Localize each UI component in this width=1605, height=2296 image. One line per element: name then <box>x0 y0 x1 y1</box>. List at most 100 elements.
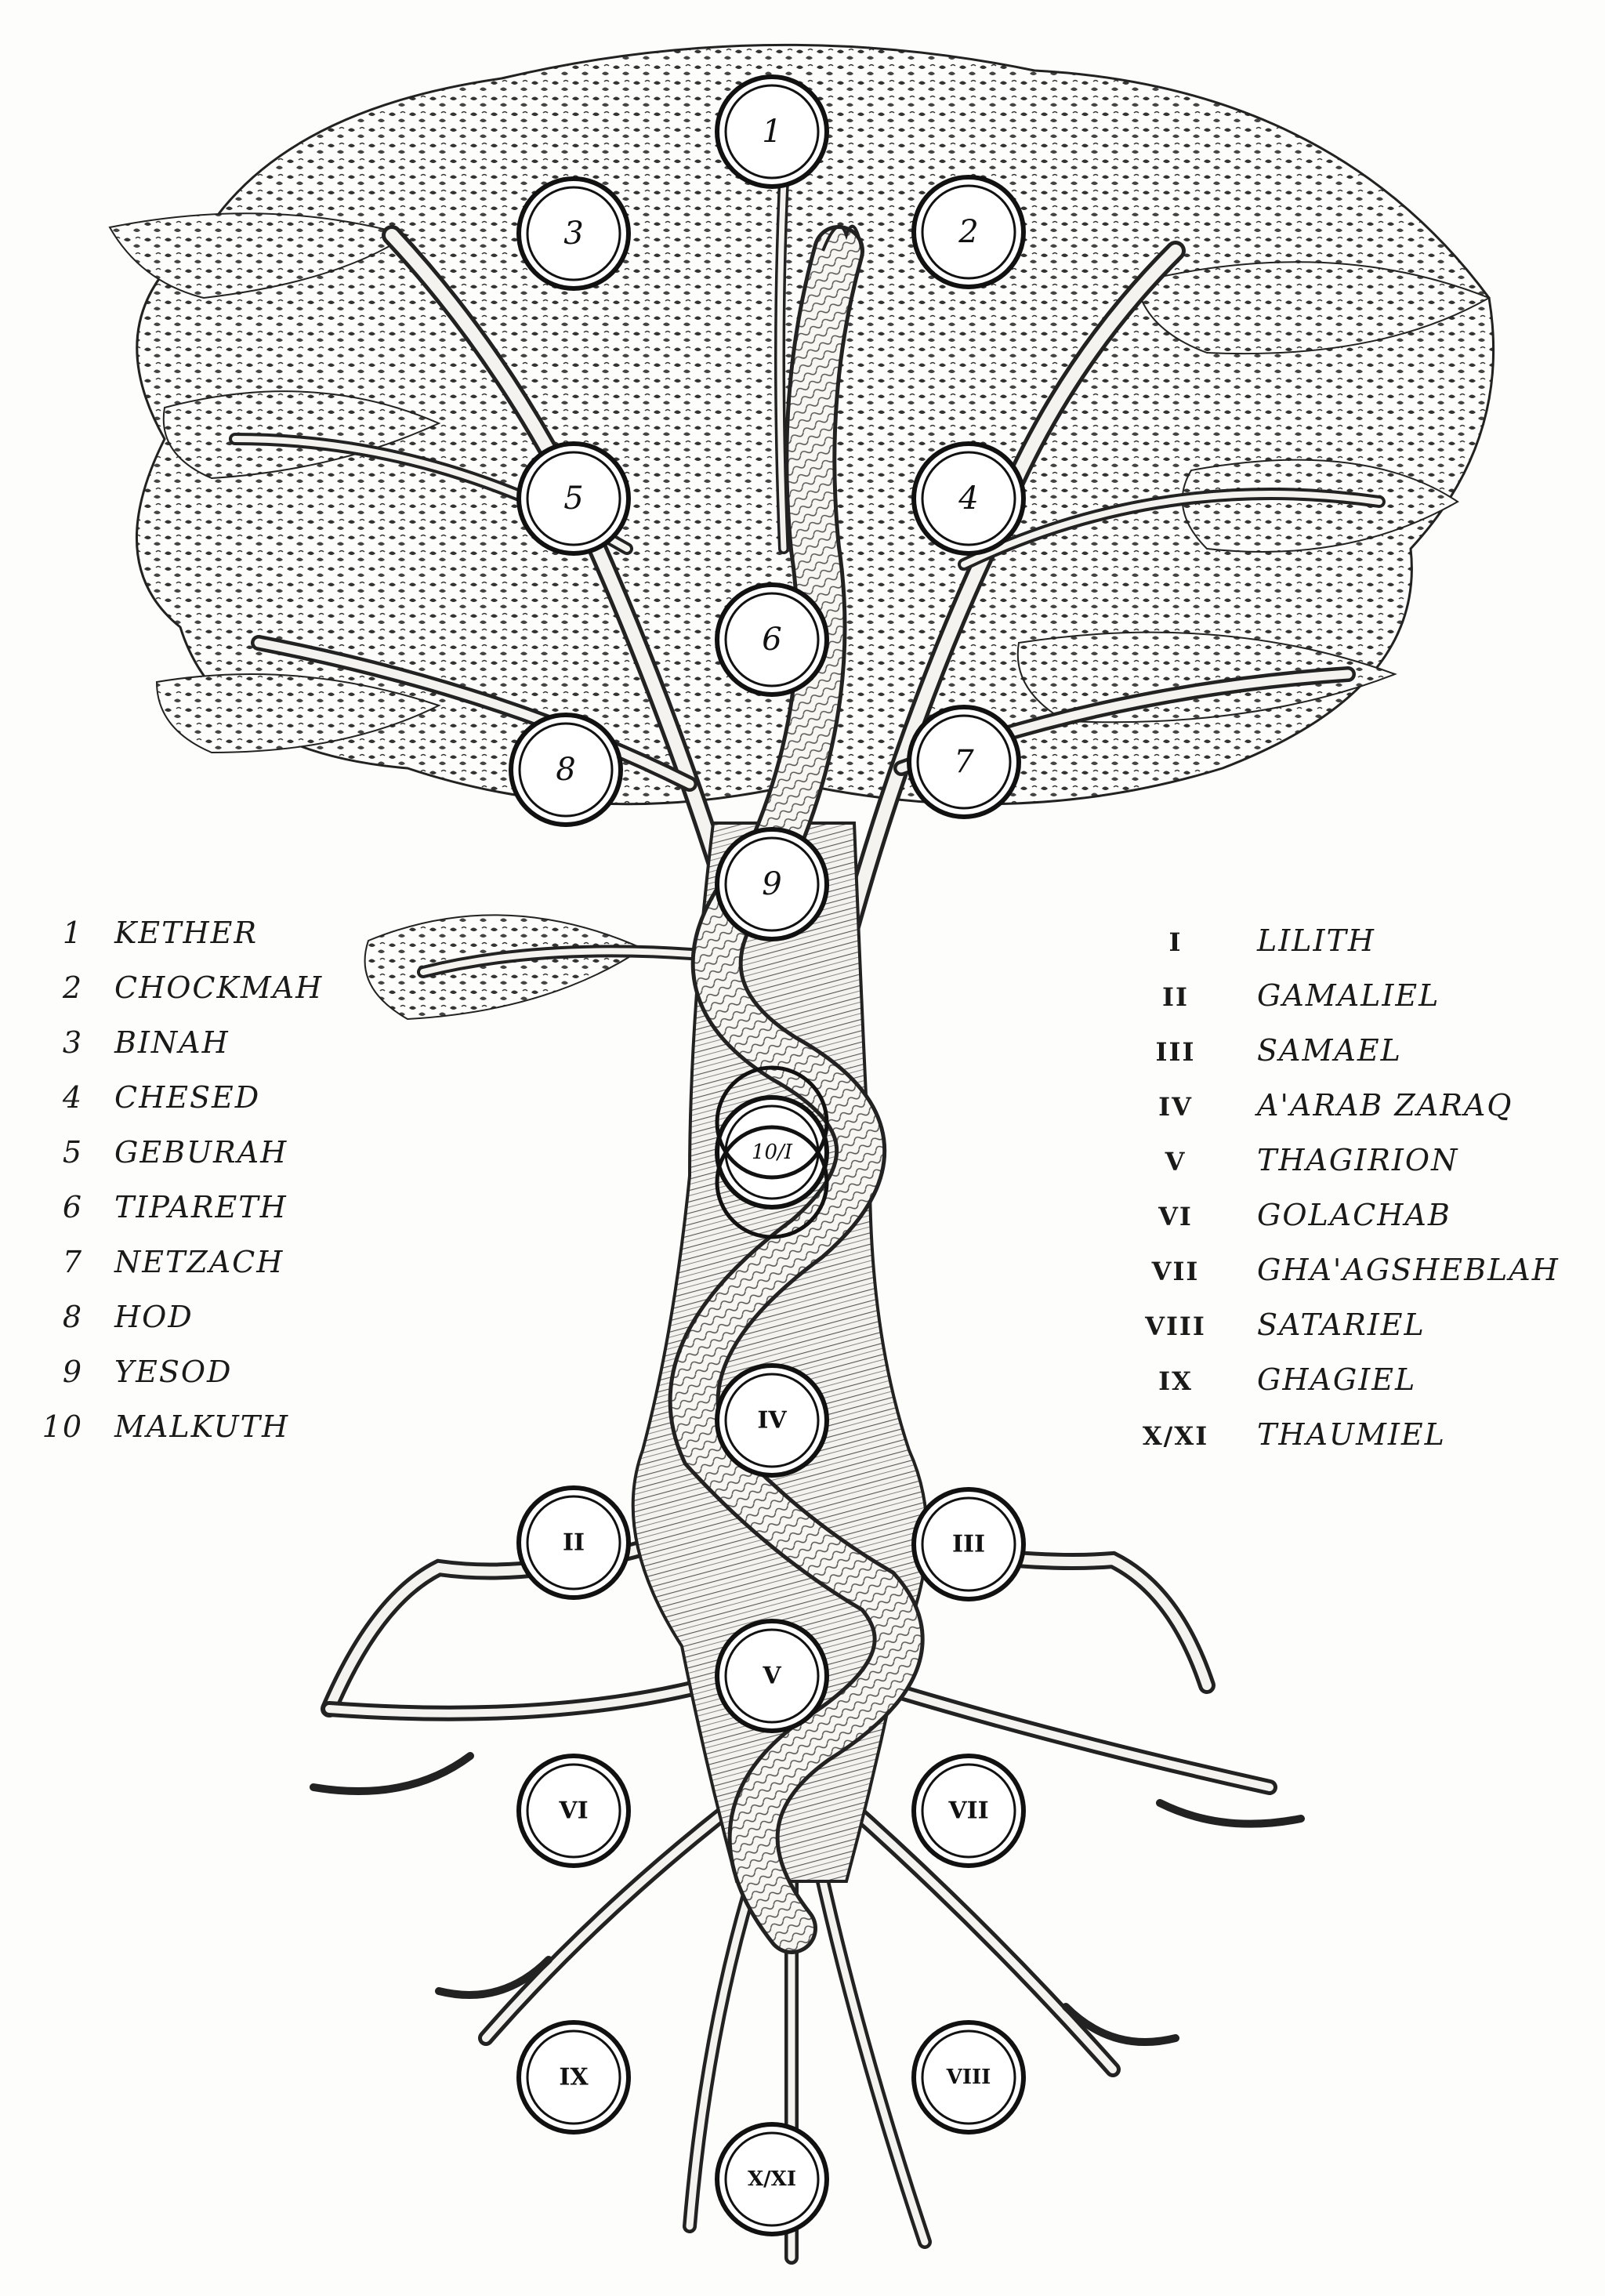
node-ix: IX <box>516 2020 631 2135</box>
legend-name: THAGIRION <box>1257 1143 1459 1177</box>
node-8: 8 <box>509 713 623 827</box>
node-ring <box>509 713 623 827</box>
node-inner-ring <box>724 592 820 687</box>
node-label: 8 <box>556 752 575 788</box>
node-vi: VI <box>516 1754 631 1868</box>
legend-row-chockmah: 2 CHOCKMAH <box>31 964 323 1011</box>
legend-name: CHESED <box>114 1080 261 1115</box>
node-ring <box>911 1487 1026 1601</box>
legend-number: 1 <box>62 916 83 950</box>
legend-number: 8 <box>62 1300 83 1334</box>
legend-number: III <box>1155 1037 1196 1067</box>
node-iv: IV <box>715 1363 829 1478</box>
node-label: III <box>952 1531 985 1558</box>
node-ring <box>516 441 631 556</box>
node-3: 3 <box>516 176 631 291</box>
node-inner-ring <box>921 451 1016 546</box>
node-label: 10/I <box>752 1141 793 1164</box>
legend-row-golachab: VI GOLACHAB <box>1129 1192 1451 1239</box>
legend-name: GOLACHAB <box>1257 1198 1451 1232</box>
node-ring <box>715 2122 829 2236</box>
legend-name: KETHER <box>114 916 258 950</box>
legend-name: CHOCKMAH <box>114 970 324 1005</box>
node-ring <box>715 582 829 697</box>
node-inner-ring <box>921 184 1016 280</box>
node-inner-ring <box>921 1496 1016 1592</box>
node-ring <box>911 441 1026 556</box>
node-label: X/XI <box>748 2167 796 2191</box>
node-label: 5 <box>563 481 583 517</box>
node-inner-ring <box>526 451 621 546</box>
legend-number: 10 <box>42 1409 83 1444</box>
node-label: IX <box>559 2064 589 2091</box>
node-ring <box>715 1095 829 1210</box>
node-5: 5 <box>516 441 631 556</box>
node-inner-ring <box>518 722 614 818</box>
legend-row-kether: 1 KETHER <box>31 909 258 956</box>
legend-name: GEBURAH <box>114 1135 288 1170</box>
node-label: VI <box>558 1797 588 1825</box>
legend-number: V <box>1165 1147 1187 1177</box>
legend-row-samael: III SAMAEL <box>1129 1027 1402 1074</box>
node-ring <box>907 705 1021 819</box>
node-inner-ring <box>526 2029 621 2125</box>
node-viii: VIII <box>911 2020 1026 2135</box>
node-ring <box>715 1619 829 1733</box>
node-inner-ring <box>526 1763 621 1859</box>
legend-name: TIPARETH <box>114 1190 288 1224</box>
legend-number: 7 <box>62 1245 83 1279</box>
legend-row-hod: 8 HOD <box>31 1293 194 1340</box>
legend-number: 5 <box>62 1135 83 1170</box>
legend-number: VI <box>1158 1202 1193 1231</box>
node-7: 7 <box>907 705 1021 819</box>
legend-name: GAMALIEL <box>1257 978 1440 1013</box>
node-ring <box>911 175 1026 289</box>
node-label: VII <box>947 1797 988 1825</box>
legend-row-lilith: I LILITH <box>1129 917 1375 964</box>
legend-name: HOD <box>114 1300 194 1334</box>
node-ring <box>516 2020 631 2135</box>
node-1: 1 <box>715 74 829 189</box>
legend-row-netzach: 7 NETZACH <box>31 1239 284 1286</box>
node-ring <box>516 176 631 291</box>
node-ring <box>516 1485 631 1600</box>
node-iii: III <box>911 1487 1026 1601</box>
node-inner-ring <box>724 836 820 932</box>
legend-name: A'ARAB ZARAQ <box>1257 1088 1513 1123</box>
node-label: II <box>563 1529 585 1557</box>
node-ii: II <box>516 1485 631 1600</box>
node-ring <box>715 1363 829 1478</box>
node-inner-ring <box>724 1628 820 1724</box>
node-6: 6 <box>715 582 829 697</box>
legend-name: GHAGIEL <box>1257 1362 1417 1397</box>
legend-number: 2 <box>62 970 83 1005</box>
legend-name: LILITH <box>1257 923 1375 958</box>
legend-number: X/XI <box>1142 1421 1209 1451</box>
node-ring <box>516 1754 631 1868</box>
legend-name: THAUMIEL <box>1257 1417 1446 1452</box>
node-inner-ring <box>526 186 621 281</box>
legend-number: VII <box>1151 1257 1200 1286</box>
legend-name: SAMAEL <box>1257 1033 1402 1068</box>
node-label: 7 <box>954 744 974 780</box>
node-inner-ring <box>526 1495 621 1591</box>
legend-number: IV <box>1158 1092 1193 1122</box>
node-label: 1 <box>762 114 781 150</box>
node-label: VIII <box>946 2066 991 2089</box>
node-ring <box>911 2020 1026 2135</box>
legend-name: NETZACH <box>114 1245 284 1279</box>
node-4: 4 <box>911 441 1026 556</box>
legend-number: I <box>1168 927 1183 957</box>
node-9: 9 <box>715 827 829 941</box>
